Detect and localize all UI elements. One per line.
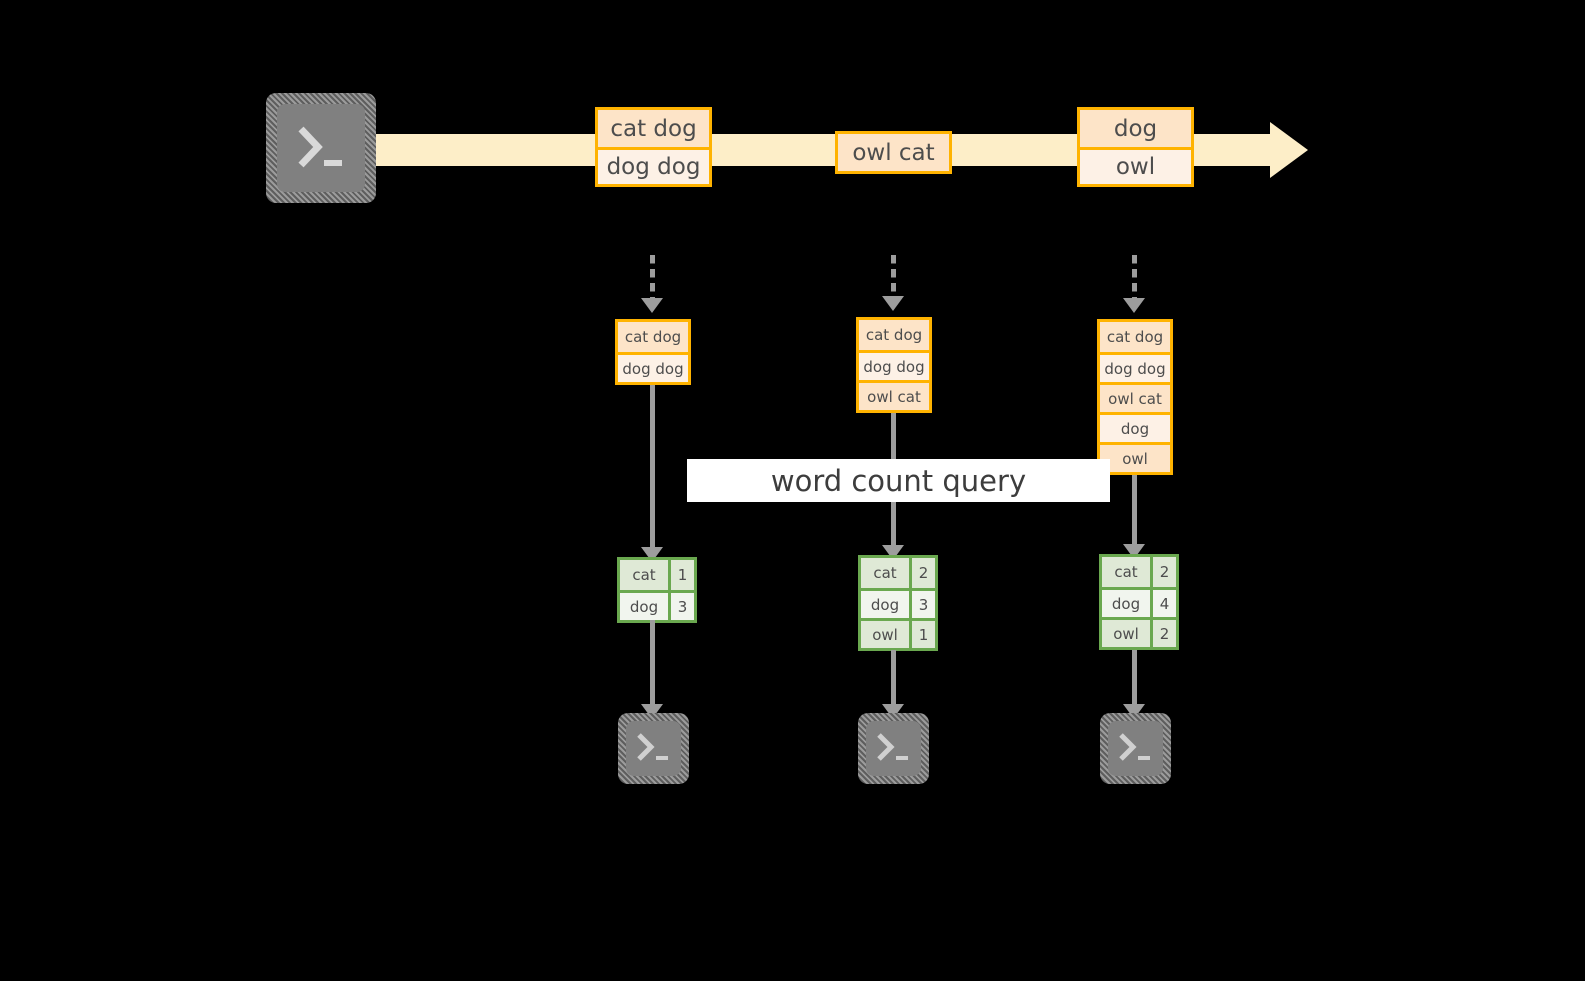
table-row: dog 3 [620, 590, 694, 620]
terminal-body [866, 721, 921, 776]
result-table-2[interactable]: cat 2 dog 3 owl 1 [858, 555, 938, 651]
table-row: cat 1 [620, 560, 694, 590]
stream-event-row: dog [1080, 110, 1191, 147]
buffer-1[interactable]: cat dog dog dog [615, 319, 691, 385]
table-row: owl 2 [1102, 617, 1176, 647]
terminal-prompt-icon [877, 733, 908, 761]
result-word: cat [861, 558, 909, 588]
buffer-to-result-connector-3 [1132, 475, 1137, 553]
stream-to-buffer-arrowhead-3 [1123, 298, 1145, 313]
buffer-row: dog dog [618, 352, 688, 382]
buffer-row: dog dog [1100, 352, 1170, 382]
buffer-row: cat dog [618, 322, 688, 352]
stream-event-row: dog dog [598, 147, 709, 184]
result-count: 2 [1150, 620, 1176, 647]
stream-bar-arrowhead [1270, 122, 1308, 178]
buffer-row: cat dog [1100, 322, 1170, 352]
result-word: dog [861, 591, 909, 618]
result-word: cat [1102, 557, 1150, 587]
result-count: 2 [1150, 557, 1176, 587]
table-row: dog 3 [861, 588, 935, 618]
result-to-sink-connector-1 [650, 620, 655, 710]
result-table-1[interactable]: cat 1 dog 3 [617, 557, 697, 623]
result-count: 3 [909, 591, 935, 618]
stream-to-buffer-connector-3 [1132, 255, 1137, 299]
result-count: 4 [1150, 590, 1176, 617]
terminal-body [626, 721, 681, 776]
result-table-3[interactable]: cat 2 dog 4 owl 2 [1099, 554, 1179, 650]
result-to-sink-connector-3 [1132, 650, 1137, 710]
result-word: owl [1102, 620, 1150, 647]
result-count: 3 [668, 593, 694, 620]
buffer-3[interactable]: cat dog dog dog owl cat dog owl [1097, 319, 1173, 475]
result-count: 1 [668, 560, 694, 590]
stream-to-buffer-arrowhead-1 [641, 298, 663, 313]
source-terminal-icon[interactable] [266, 93, 376, 203]
buffer-row: dog dog [859, 350, 929, 380]
stream-to-buffer-connector-2 [891, 255, 896, 297]
sink-terminal-icon-2[interactable] [858, 713, 929, 784]
result-count: 1 [909, 621, 935, 648]
stream-event-row: cat dog [598, 110, 709, 147]
stream-event-group-2[interactable]: owl cat [835, 131, 952, 174]
table-row: owl 1 [861, 618, 935, 648]
buffer-row: dog [1100, 412, 1170, 442]
sink-terminal-icon-1[interactable] [618, 713, 689, 784]
result-word: cat [620, 560, 668, 590]
table-row: cat 2 [1102, 557, 1176, 587]
terminal-prompt-icon [1119, 733, 1150, 761]
result-word: owl [861, 621, 909, 648]
stream-event-group-3[interactable]: dog owl [1077, 107, 1194, 187]
stream-to-buffer-connector-1 [650, 255, 655, 299]
buffer-row: owl [1100, 442, 1170, 472]
stream-event-row: owl [1080, 147, 1191, 184]
query-label: word count query [687, 459, 1110, 502]
buffer-to-result-connector-1 [650, 385, 655, 555]
stream-event-row: owl cat [838, 134, 949, 171]
terminal-prompt-icon [298, 126, 342, 168]
buffer-2[interactable]: cat dog dog dog owl cat [856, 317, 932, 413]
table-row: cat 2 [861, 558, 935, 588]
result-count: 2 [909, 558, 935, 588]
result-to-sink-connector-2 [891, 650, 896, 710]
stream-to-buffer-arrowhead-2 [882, 296, 904, 311]
result-word: dog [1102, 590, 1150, 617]
stream-event-group-1[interactable]: cat dog dog dog [595, 107, 712, 187]
sink-terminal-icon-3[interactable] [1100, 713, 1171, 784]
result-word: dog [620, 593, 668, 620]
terminal-prompt-icon [637, 733, 668, 761]
terminal-body [1108, 721, 1163, 776]
buffer-row: owl cat [859, 380, 929, 410]
buffer-row: owl cat [1100, 382, 1170, 412]
buffer-row: cat dog [859, 320, 929, 350]
table-row: dog 4 [1102, 587, 1176, 617]
